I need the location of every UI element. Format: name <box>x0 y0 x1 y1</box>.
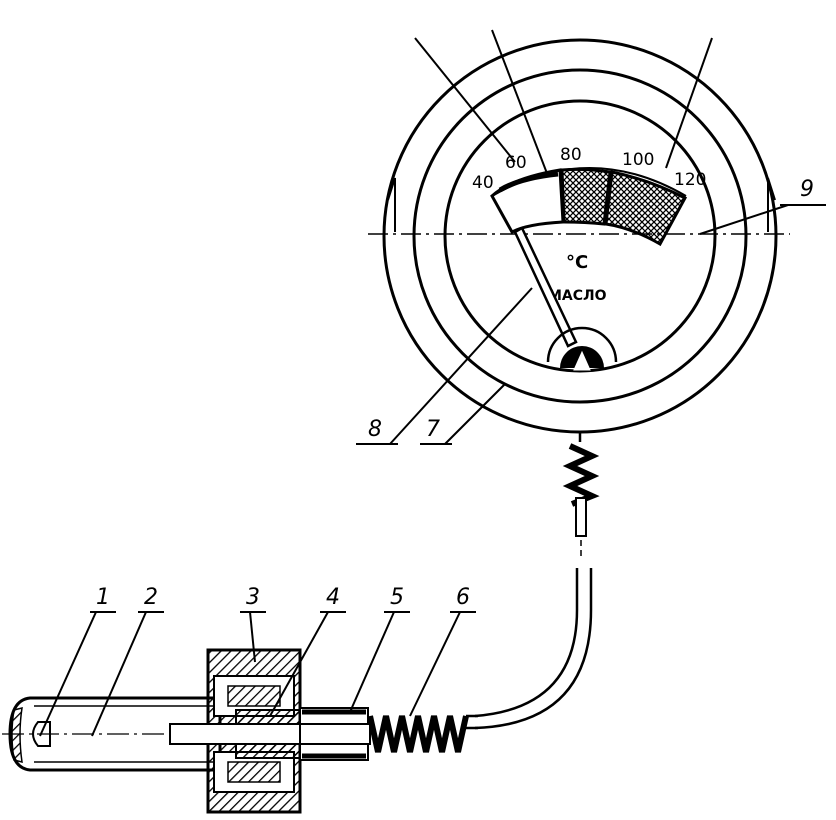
scale-segment-hatched <box>604 170 688 247</box>
top-leader-lines <box>414 29 713 177</box>
callout-4: 4 <box>326 585 340 610</box>
gauge-medium-label: МАСЛО <box>548 288 607 304</box>
gauge-scale-labels: 40 60 80 100 120 <box>472 145 706 193</box>
gauge-pointer <box>513 226 578 348</box>
scale-label-40: 40 <box>472 173 494 193</box>
scale-label-100: 100 <box>622 150 654 170</box>
callout-5: 5 <box>390 585 404 610</box>
scale-label-60: 60 <box>505 153 527 173</box>
callout-8: 8 <box>368 417 382 442</box>
sensor-assembly <box>2 648 478 814</box>
callout-2: 2 <box>144 585 158 610</box>
callout-9: 9 <box>800 177 814 202</box>
gauge-outer-rim <box>382 38 778 434</box>
gauge-body <box>382 38 778 434</box>
scale-label-80: 80 <box>560 145 582 165</box>
callout-leaders <box>39 204 826 737</box>
gauge-scale <box>490 167 688 247</box>
capillary-tube <box>474 568 593 730</box>
gauge-capillary-spring <box>562 432 600 560</box>
callout-3: 3 <box>246 585 260 610</box>
gauge-pivot <box>546 326 618 371</box>
protective-spring <box>367 715 469 753</box>
gauge-dial-face <box>443 99 717 373</box>
callout-1: 1 <box>96 585 110 610</box>
callout-labels: 1 2 3 4 5 6 7 8 9 <box>96 177 814 610</box>
gauge-bezel <box>412 68 748 404</box>
callout-6: 6 <box>456 585 470 610</box>
scale-label-120: 120 <box>674 170 706 190</box>
callout-7: 7 <box>426 417 440 442</box>
gauge-unit-label: °C <box>566 252 588 273</box>
scale-segment-cross <box>560 167 612 226</box>
